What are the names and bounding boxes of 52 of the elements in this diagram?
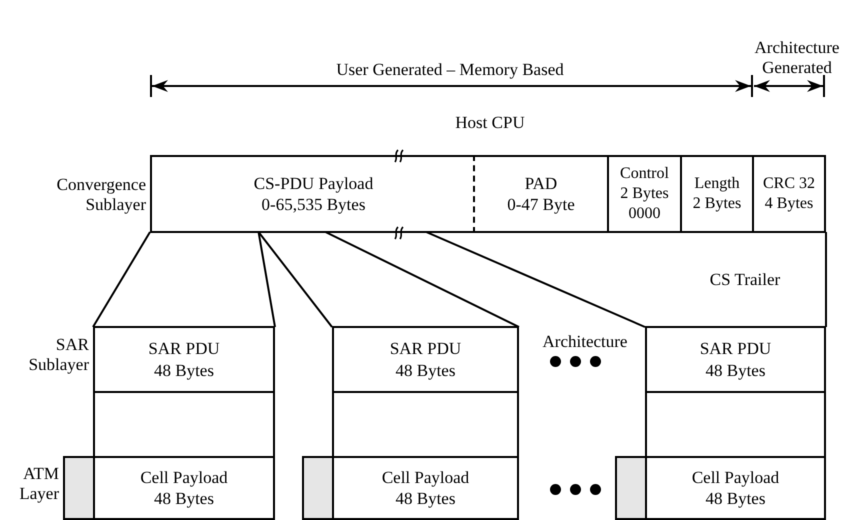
cell-payload-box xyxy=(93,456,275,520)
sar-pdu-box xyxy=(332,326,519,393)
field-name: Control xyxy=(620,164,669,184)
pdu-field-box xyxy=(150,155,475,233)
field-size: 2 Bytes 0000 xyxy=(619,184,670,224)
field-size: 48 Bytes xyxy=(154,488,214,510)
field-name: SAR PDU xyxy=(148,338,220,360)
cell-header-box xyxy=(63,456,95,520)
field-size: 0-65,535 Bytes xyxy=(262,194,366,216)
cell-payload-box xyxy=(332,456,519,520)
field-size: 4 Bytes xyxy=(764,194,814,214)
sar-pdu-box xyxy=(645,326,826,393)
pdu-field-box xyxy=(607,155,682,233)
cell-payload-box xyxy=(645,456,826,520)
field-size: 48 Bytes xyxy=(706,488,766,510)
segmentation-line xyxy=(825,232,827,327)
pdu-field-box xyxy=(680,155,754,233)
segmentation-line xyxy=(426,231,646,328)
field-size: 48 Bytes xyxy=(706,360,766,381)
segmentation-line xyxy=(258,231,333,328)
field-size: 0-47 Byte xyxy=(507,194,575,216)
cell-header-box xyxy=(302,456,334,520)
layer-label: Convergence Sublayer xyxy=(56,175,146,216)
field-name: Length xyxy=(694,174,740,194)
layer-label: Host CPU xyxy=(454,113,526,134)
layer-label: ATM Layer xyxy=(18,464,59,505)
layer-label: Architecture Generated xyxy=(754,38,840,79)
field-size: 48 Bytes xyxy=(396,360,456,381)
field-name: CRC 32 xyxy=(762,174,815,194)
field-name: SAR PDU xyxy=(700,338,772,360)
pdu-field-box xyxy=(473,155,609,233)
segmentation-line xyxy=(258,232,276,328)
field-size: 2 Bytes xyxy=(692,194,742,214)
field-size: 48 Bytes xyxy=(154,360,214,381)
field-size: 48 Bytes xyxy=(396,488,456,510)
segmentation-line xyxy=(325,231,520,328)
empty-row-box xyxy=(93,391,275,458)
segmentation-line xyxy=(92,231,151,328)
pdu-field-box xyxy=(752,155,826,233)
layer-label: SAR Sublayer xyxy=(28,335,89,376)
field-name: PAD xyxy=(524,172,558,194)
layer-label: Architecture xyxy=(542,332,628,352)
field-name: Cell Payload xyxy=(140,466,228,488)
cell-header-box xyxy=(615,456,647,520)
field-name: Cell Payload xyxy=(692,466,780,488)
empty-row-box xyxy=(645,391,826,458)
field-name: CS-PDU Payload xyxy=(254,172,374,194)
field-name: Cell Payload xyxy=(382,466,470,488)
sar-pdu-box xyxy=(93,326,275,393)
field-name: SAR PDU xyxy=(390,338,462,360)
layer-label: CS Trailer xyxy=(708,270,782,290)
empty-row-box xyxy=(332,391,519,458)
